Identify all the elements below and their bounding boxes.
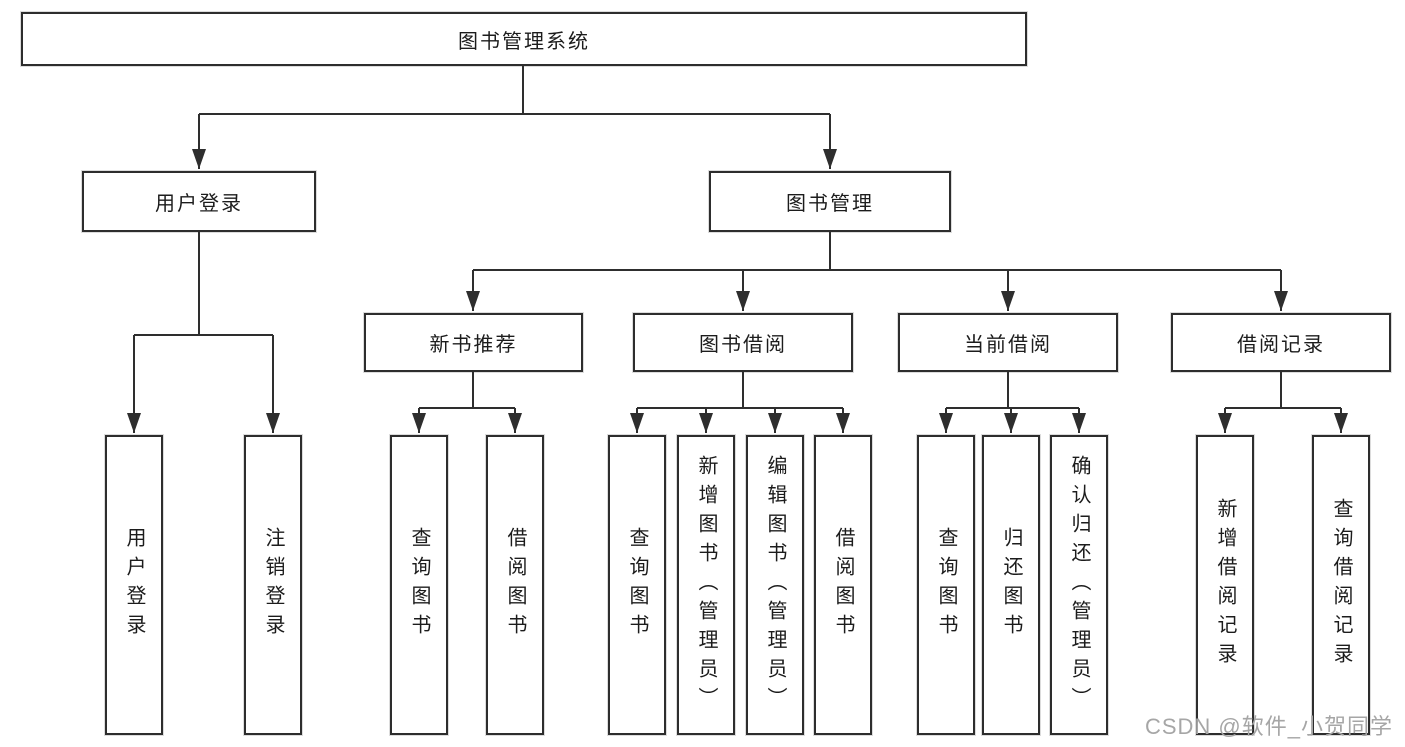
leaf-query-books-recommend-label: 查询图书 bbox=[408, 527, 430, 643]
leaf-query-books-current: 查询图书 bbox=[917, 435, 975, 735]
node-borrowing-records: 借阅记录 bbox=[1171, 313, 1391, 372]
node-library-system: 图书管理系统 bbox=[21, 12, 1027, 66]
leaf-query-books-recommend: 查询图书 bbox=[390, 435, 448, 735]
leaf-confirm-return-admin-label: 确认归还（管理员） bbox=[1068, 454, 1090, 716]
leaf-query-borrow-record-label: 查询借阅记录 bbox=[1330, 498, 1352, 672]
leaf-query-books-borrowing: 查询图书 bbox=[608, 435, 666, 735]
node-new-book-recommend: 新书推荐 bbox=[364, 313, 583, 372]
node-user-login: 用户登录 bbox=[82, 171, 316, 232]
leaf-logout: 注销登录 bbox=[244, 435, 302, 735]
node-current-borrowing-label: 当前借阅 bbox=[964, 334, 1052, 356]
leaf-user-login-label: 用户登录 bbox=[123, 527, 145, 643]
leaf-edit-books-admin: 编辑图书（管理员） bbox=[746, 435, 804, 735]
leaf-query-books-current-label: 查询图书 bbox=[935, 527, 957, 643]
node-borrowing-records-label: 借阅记录 bbox=[1237, 334, 1325, 356]
leaf-borrow-books: 借阅图书 bbox=[814, 435, 872, 735]
leaf-logout-label: 注销登录 bbox=[262, 527, 284, 643]
leaf-add-books-admin: 新增图书（管理员） bbox=[677, 435, 735, 735]
leaf-confirm-return-admin: 确认归还（管理员） bbox=[1050, 435, 1108, 735]
leaf-return-books: 归还图书 bbox=[982, 435, 1040, 735]
leaf-edit-books-admin-label: 编辑图书（管理员） bbox=[764, 454, 786, 716]
node-book-management: 图书管理 bbox=[709, 171, 951, 232]
node-book-management-label: 图书管理 bbox=[786, 193, 874, 215]
leaf-add-borrow-record-label: 新增借阅记录 bbox=[1214, 498, 1236, 672]
leaf-add-borrow-record: 新增借阅记录 bbox=[1196, 435, 1254, 735]
node-book-borrowing: 图书借阅 bbox=[633, 313, 853, 372]
leaf-query-borrow-record: 查询借阅记录 bbox=[1312, 435, 1370, 735]
leaf-add-books-admin-label: 新增图书（管理员） bbox=[695, 454, 717, 716]
leaf-borrow-books-recommend: 借阅图书 bbox=[486, 435, 544, 735]
node-new-book-recommend-label: 新书推荐 bbox=[429, 334, 518, 356]
leaf-borrow-books-label: 借阅图书 bbox=[832, 527, 854, 643]
node-current-borrowing: 当前借阅 bbox=[898, 313, 1118, 372]
csdn-watermark: CSDN @软件_小贺同学 bbox=[1144, 714, 1393, 739]
node-user-login-label: 用户登录 bbox=[155, 193, 243, 215]
leaf-borrow-books-recommend-label: 借阅图书 bbox=[504, 527, 526, 643]
node-book-borrowing-label: 图书借阅 bbox=[699, 334, 787, 356]
leaf-return-books-label: 归还图书 bbox=[1000, 527, 1022, 643]
leaf-query-books-borrowing-label: 查询图书 bbox=[626, 527, 648, 643]
leaf-user-login: 用户登录 bbox=[105, 435, 163, 735]
node-library-system-label: 图书管理系统 bbox=[458, 30, 590, 53]
